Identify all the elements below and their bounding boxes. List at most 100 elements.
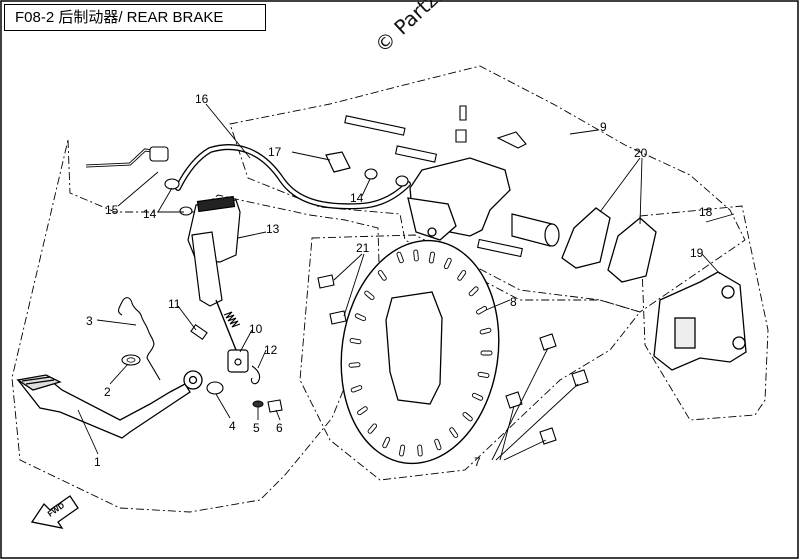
- pad-spring-clip: [496, 131, 527, 149]
- leader-9: [569, 129, 599, 135]
- washer-2-hole: [126, 357, 136, 363]
- leader-14b: [361, 178, 371, 197]
- disc-hub: [385, 291, 443, 405]
- pedal-pivot-hole: [188, 375, 198, 385]
- pedal-arm: [16, 375, 191, 439]
- leader-15: [117, 171, 159, 207]
- callout-14a: 14: [143, 207, 157, 221]
- callout-7: 7: [474, 455, 481, 469]
- leader-7b: [495, 383, 579, 461]
- callout-1: 1: [94, 455, 101, 469]
- caliper-mount: [407, 197, 457, 241]
- callout-16: 16: [195, 92, 209, 106]
- disc-group-boundary: [299, 234, 641, 481]
- clevis-pin-hole: [234, 358, 242, 366]
- master-cylinder-cap: [196, 195, 236, 213]
- return-spring: [118, 297, 161, 381]
- fwd-arrow-icon: FWD: [30, 495, 79, 529]
- sealing-washer-c: [364, 168, 378, 180]
- return-spring-coil: [121, 297, 161, 381]
- disc-bolt-3: [505, 391, 523, 409]
- leader-10: [239, 329, 253, 353]
- mounting-bolt-upper: [317, 274, 335, 289]
- mounting-bolt-lower: [329, 310, 347, 325]
- leader-4: [215, 393, 231, 419]
- brake-disc: [340, 239, 500, 465]
- slide-pin-low: [476, 238, 524, 258]
- master-cylinder-body: [191, 231, 223, 307]
- leader-21a: [333, 253, 363, 281]
- brake-pedal: [16, 370, 203, 439]
- callout-labels: 1 2 3 4 5 6 7 8 9 10 11 12 13 14 14 15 1…: [86, 92, 713, 469]
- caliper-body: [407, 157, 511, 241]
- fwd-arrow-shape: [30, 495, 79, 529]
- callout-5: 5: [253, 421, 260, 435]
- caliper-bolt-hole: [427, 227, 437, 237]
- leader-6: [275, 409, 281, 421]
- caliper-bracket: [653, 271, 747, 371]
- assembly-boundaries: [11, 65, 769, 513]
- master-cylinder: [187, 195, 249, 373]
- callout-14b: 14: [350, 191, 364, 205]
- master-cylinder-rod: [215, 299, 237, 351]
- sealing-washer-a: [164, 178, 180, 190]
- leader-1: [77, 409, 99, 455]
- disc-bolt-1: [539, 333, 557, 351]
- banjo-fitting-15: [149, 146, 169, 162]
- callout-8: 8: [510, 295, 517, 309]
- pedal-footpad-ridge-1: [21, 376, 51, 382]
- pivot-bushing: [206, 381, 224, 395]
- callout-18: 18: [699, 205, 713, 219]
- leader-7c: [499, 405, 515, 461]
- washer-5: [252, 400, 264, 408]
- callout-6: 6: [276, 421, 283, 435]
- leader-21b: [343, 253, 365, 317]
- callout-15: 15: [105, 203, 119, 217]
- leader-7a: [491, 347, 549, 461]
- cotter-pin: [250, 365, 261, 385]
- leader-3: [96, 319, 137, 326]
- sealing-washer-d: [395, 175, 409, 187]
- callout-2: 2: [104, 385, 111, 399]
- callout-4: 4: [229, 419, 236, 433]
- callout-21: 21: [356, 241, 370, 255]
- leader-20b: [639, 157, 643, 225]
- leader-20a: [599, 157, 641, 213]
- piston-face: [544, 223, 560, 247]
- leader-14a: [157, 187, 173, 213]
- leader-lines: [77, 103, 735, 461]
- bolt-6: [267, 399, 283, 413]
- callout-10: 10: [249, 322, 263, 336]
- callout-20: 20: [634, 146, 648, 160]
- leader-13: [237, 231, 267, 239]
- bracket-slot: [674, 317, 696, 349]
- mounting-bolts: [317, 274, 347, 325]
- caliper-pins: [344, 105, 527, 258]
- leader-12: [257, 349, 267, 369]
- reservoir-line: [85, 148, 161, 168]
- leader-16: [205, 103, 251, 159]
- caliper-assembly-boundary: [229, 65, 746, 313]
- bracket-plate: [653, 271, 747, 371]
- bracket-assembly-boundary: [639, 205, 769, 421]
- brake-pad-outer: [607, 217, 657, 283]
- bracket-hole-top: [721, 285, 735, 299]
- callout-11: 11: [168, 297, 181, 311]
- banjo-bolt: [325, 151, 351, 173]
- leader-11: [177, 305, 197, 331]
- leader-7d: [503, 439, 547, 461]
- diagram-title: F08-2 后制动器/ REAR BRAKE: [4, 4, 266, 31]
- disc-vent-slots: [348, 249, 493, 457]
- disc-bolts: [505, 333, 589, 445]
- leader-8: [485, 299, 511, 311]
- caliper-pistons: [511, 213, 560, 247]
- leader-2: [109, 363, 129, 385]
- callout-19: 19: [690, 246, 704, 260]
- disc-bolt-2: [571, 369, 589, 387]
- callout-12: 12: [264, 343, 278, 357]
- sealing-washer-b: [179, 206, 193, 216]
- slide-pin-mid: [394, 145, 438, 163]
